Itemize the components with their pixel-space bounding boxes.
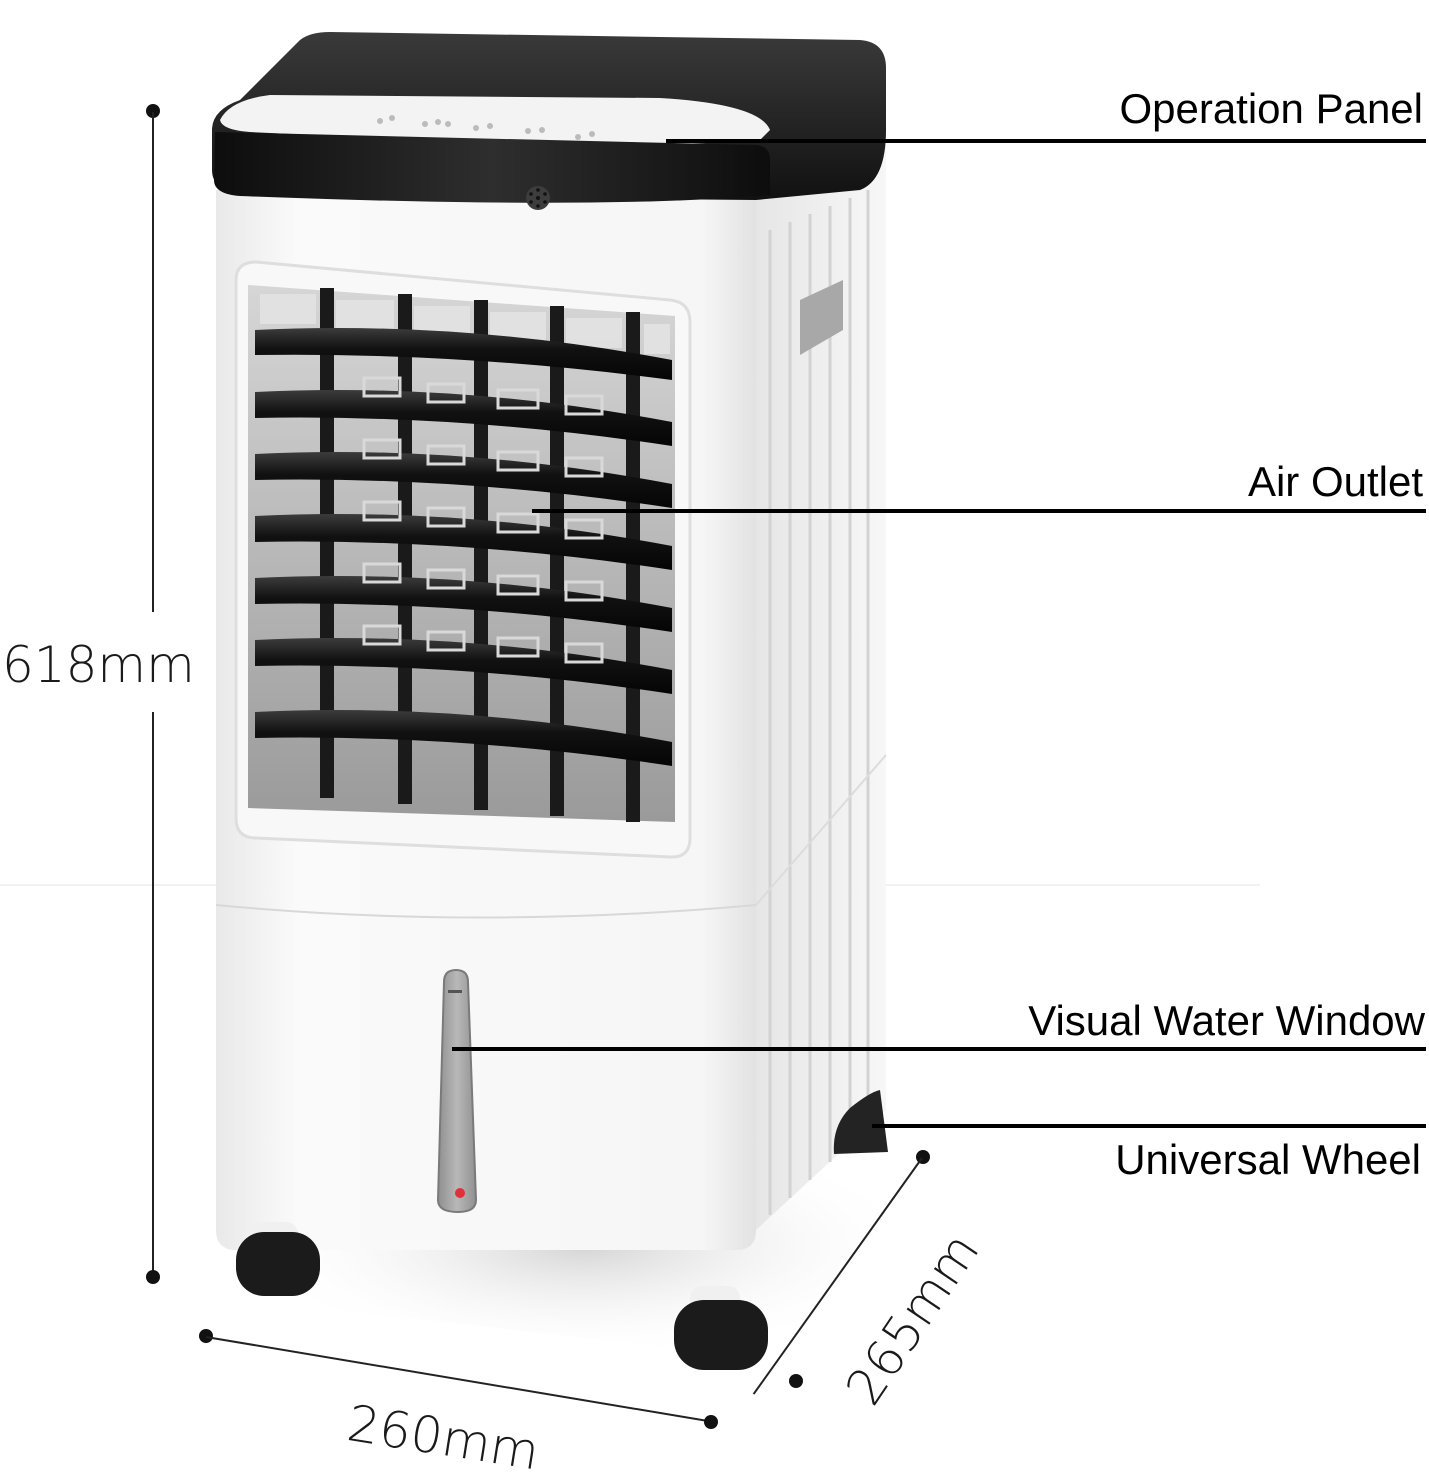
speaker-grille-icon [526,186,550,210]
callout-universal-wheel-label: Universal Wheel [1115,1136,1421,1183]
height-dimension-line-lower [152,712,154,1274]
wheel-graphics [236,1090,888,1370]
water-window-graphic [436,968,478,1214]
depth-bottom-dot-icon [789,1374,803,1388]
callout-visual-water-window-label: Visual Water Window [1028,997,1425,1044]
height-bottom-dot-icon [146,1270,160,1284]
callout-operation-panel-label: Operation Panel [1119,85,1423,132]
callout-operation-panel-line [666,139,1426,143]
callout-air-outlet-line [532,509,1426,513]
callout-visual-water-window-line [452,1047,1426,1051]
height-top-dot-icon [146,104,160,118]
height-dimension-label: 618mm [2,636,195,694]
width-left-dot-icon [199,1329,213,1343]
callout-universal-wheel-line [872,1124,1426,1128]
width-right-dot-icon [704,1415,718,1429]
height-dimension-line [152,112,154,612]
callout-air-outlet-label: Air Outlet [1247,458,1423,505]
